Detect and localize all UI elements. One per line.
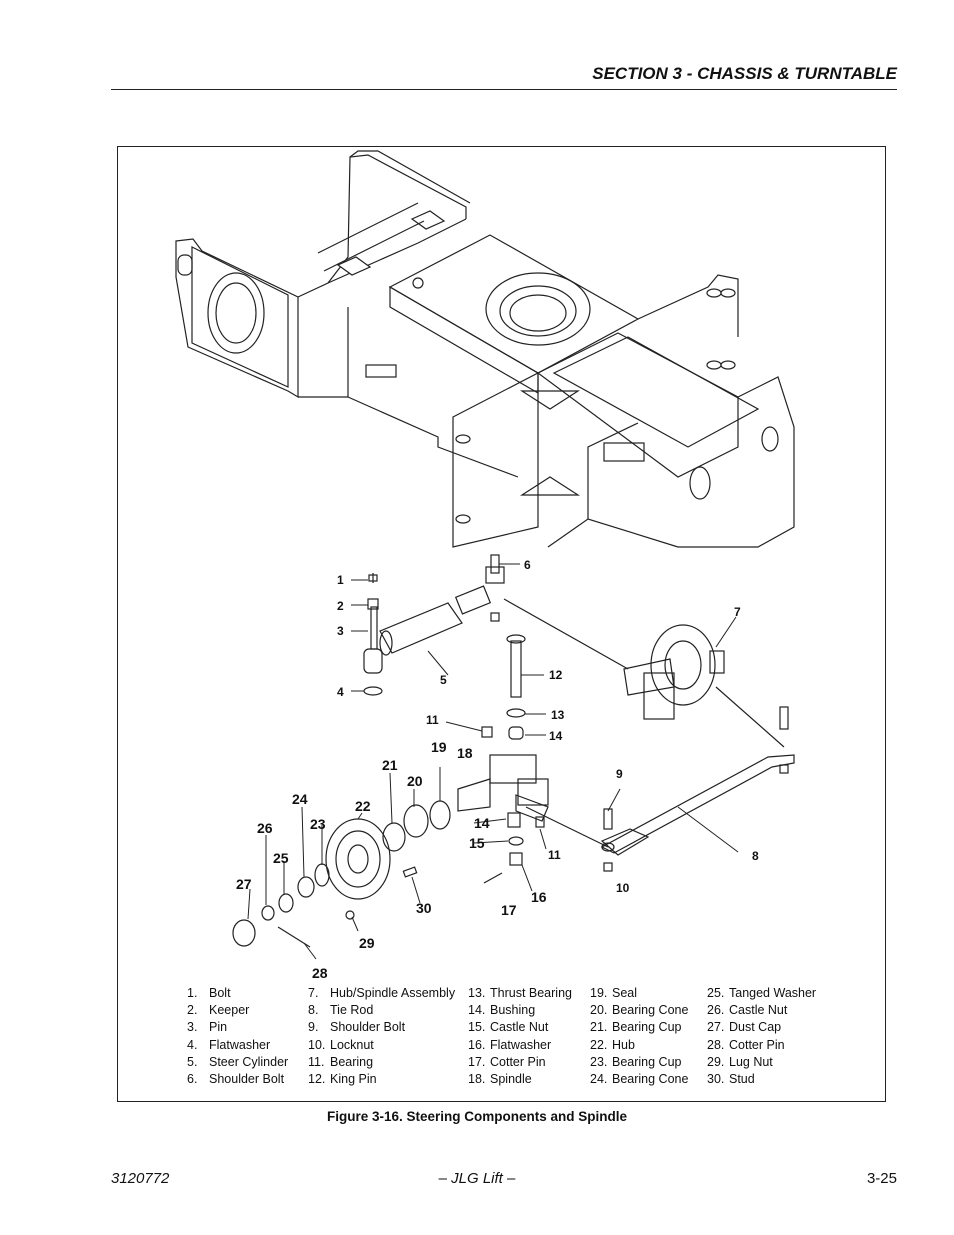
callout-21: 21 [382,757,398,773]
callout-17: 17 [501,902,517,918]
legend-item: 23.Bearing Cup [590,1054,682,1069]
steer-cylinder-drawing [363,566,505,696]
callout-13: 13 [551,708,565,722]
parts-legend-col4: 19.Seal 20.Bearing Cone 21.Bearing Cup 2… [590,985,688,1088]
callout-2: 2 [337,599,344,613]
legend-item: 8.Tie Rod [308,1003,374,1018]
callout-11-upper: 11 [426,713,439,727]
legend-item: 27.Dust Cap [707,1020,782,1035]
turntable-bore-ring [485,272,591,346]
parts-legend-col3: 13.Thrust Bearing 14.Bushing 15.Castle N… [468,985,572,1088]
callout-14-upper: 14 [549,729,563,743]
legend-item: 14.Bushing [468,1003,536,1018]
left-mount-bore [207,272,265,354]
legend-item: 29.Lug Nut [707,1054,773,1069]
legend-item: 19.Seal [590,986,638,1000]
callout-1: 1 [337,573,344,587]
legend-item: 22.Hub [590,1037,635,1052]
callout-14-lower: 14 [474,815,490,831]
footer-company: – JLG Lift – [438,1170,516,1187]
king-pin-drawing [481,634,526,740]
footer-page-number: 3-25 [866,1170,897,1187]
legend-item: 1.Bolt [187,986,231,1000]
legend-item: 30.Stud [707,1072,755,1087]
legend-item: 2.Keeper [187,1003,250,1018]
legend-item: 10.Locknut [308,1037,374,1052]
parts-legend-col2: 7.Hub/Spindle Assembly 8.Tie Rod 9.Shoul… [308,985,455,1088]
figure-frame: 1 2 3 4 5 6 7 8 9 10 11 12 13 14 11 14 1… [117,146,886,1102]
legend-item: 20.Bearing Cone [590,1003,689,1018]
legend-item: 5.Steer Cylinder [187,1054,289,1069]
callout-5: 5 [440,673,447,687]
tie-rod-drawing [600,706,795,872]
legend-item: 13.Thrust Bearing [468,986,572,1000]
legend-item: 12.King Pin [308,1072,377,1087]
legend-item: 3.Pin [187,1020,228,1035]
legend-item: 6.Shoulder Bolt [187,1072,285,1087]
legend-item: 28.Cotter Pin [707,1037,785,1052]
callout-4: 4 [337,685,344,699]
hub-drawing [325,818,418,920]
callout-16: 16 [531,889,547,905]
callout-15: 15 [469,835,485,851]
legend-item: 21.Bearing Cup [590,1020,682,1035]
callout-11-lower: 11 [548,848,561,862]
bearing-stack [232,800,451,948]
callout-7: 7 [734,605,741,619]
callout-3: 3 [337,624,344,638]
callout-8: 8 [752,849,759,863]
callout-10: 10 [616,881,630,895]
legend-item: 18.Spindle [468,1072,532,1087]
callout-20: 20 [407,773,423,789]
hub-spindle-assembly-drawing [623,624,725,720]
legend-item: 16.Flatwasher [468,1037,552,1052]
legend-item: 11.Bearing [308,1054,374,1069]
main-frame-rail [347,396,519,478]
callout-25: 25 [273,850,289,866]
footer-doc-number: 3120772 [111,1170,170,1187]
section-title: SECTION 3 - CHASSIS & TURNTABLE [592,64,897,83]
callout-22: 22 [355,798,371,814]
legend-item: 15.Castle Nut [468,1020,549,1035]
header-divider [111,89,897,90]
parts-legend-col1: 1.Bolt 2.Keeper 3.Pin 4.Flatwasher 5.Ste… [187,985,288,1088]
legend-item: 17.Cotter Pin [468,1054,546,1069]
callout-18: 18 [457,745,473,761]
callout-28: 28 [312,965,328,981]
callout-12: 12 [549,668,563,682]
callout-29: 29 [359,935,375,951]
legend-item: 9.Shoulder Bolt [308,1020,406,1035]
callout-9: 9 [616,767,623,781]
callout-27: 27 [236,876,252,892]
left-mount-plate [175,238,299,399]
callout-30: 30 [416,900,432,916]
callout-26: 26 [257,820,273,836]
exploded-view-drawing [175,150,795,960]
legend-item: 7.Hub/Spindle Assembly [308,986,456,1000]
callout-23: 23 [310,816,326,832]
callout-6: 6 [524,558,531,572]
spindle-drawing [457,754,549,884]
figure-caption: Figure 3-16. Steering Components and Spi… [326,1109,628,1124]
hinge-clips [455,288,736,524]
callout-19: 19 [431,739,447,755]
lower-cross-member [452,372,539,548]
legend-item: 26.Castle Nut [707,1003,788,1018]
right-deck-plate [552,336,760,448]
callout-24: 24 [292,791,308,807]
parts-legend-col5: 25.Tanged Washer 26.Castle Nut 27.Dust C… [707,985,816,1088]
legend-item: 24.Bearing Cone [590,1072,689,1087]
legend-item: 4.Flatwasher [187,1037,271,1052]
legend-item: 25.Tanged Washer [707,986,817,1000]
